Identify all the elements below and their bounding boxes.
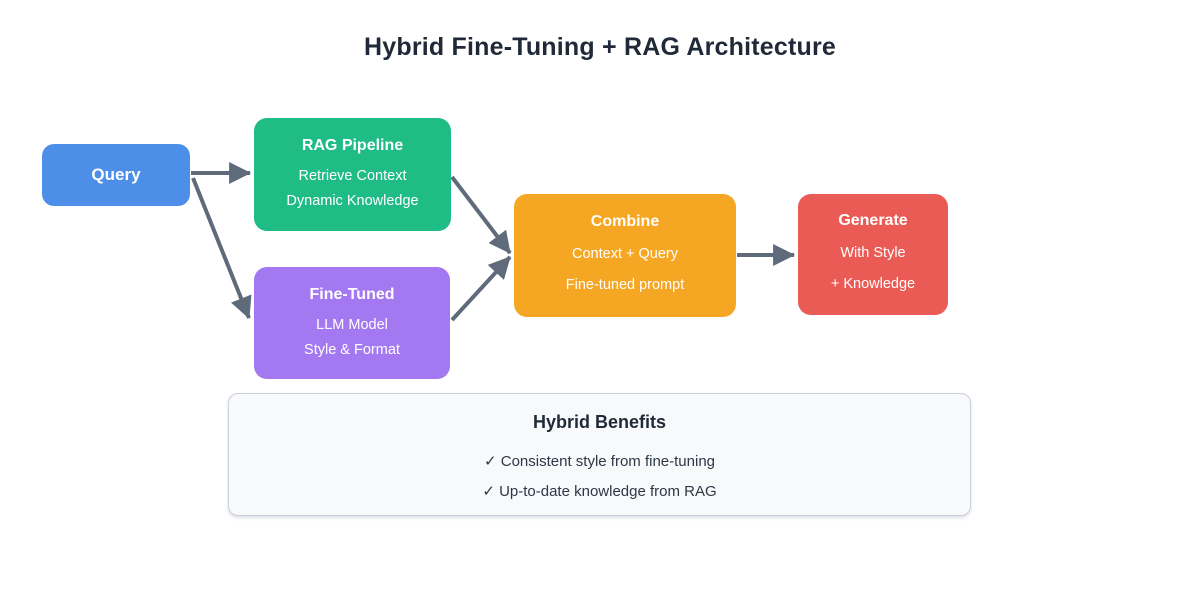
node-fine-tuned-title: Fine-Tuned (309, 285, 395, 303)
node-generate-title: Generate (838, 211, 908, 229)
node-query-label: Query (91, 165, 141, 184)
node-rag-line1: Retrieve Context (298, 168, 407, 184)
node-fine-tuned: Fine-Tuned LLM Model Style & Format (254, 267, 450, 379)
page-title: Hybrid Fine-Tuning + RAG Architecture (363, 33, 836, 61)
benefits-title: Hybrid Benefits (532, 412, 667, 432)
node-query: Query (42, 144, 190, 206)
node-rag-pipeline: RAG Pipeline Retrieve Context Dynamic Kn… (254, 118, 451, 231)
node-generate: Generate With Style + Knowledge (798, 194, 948, 315)
node-fine-tuned-line2: Style & Format (304, 341, 400, 358)
arrow-query-to-finetuned (191, 177, 252, 320)
node-rag-line2: Dynamic Knowledge (286, 193, 419, 209)
node-fine-tuned-line1: LLM Model (316, 316, 388, 333)
node-combine: Combine Context + Query Fine-tuned promp… (514, 194, 736, 317)
arrow-rag-to-combine (450, 175, 512, 255)
arrow-finetuned-to-combine (450, 255, 512, 322)
node-combine-line1: Context + Query (572, 245, 678, 262)
benefits-panel: Hybrid Benefits ✓ Consistent style from … (228, 393, 971, 516)
node-rag-title: RAG Pipeline (301, 137, 404, 154)
benefit-item-rag: ✓ Up-to-date knowledge from RAG (482, 483, 717, 500)
benefit-item-finetuning: ✓ Consistent style from fine-tuning (484, 453, 715, 470)
node-combine-line2: Fine-tuned prompt (565, 276, 685, 293)
node-generate-line2: + Knowledge (830, 275, 916, 292)
node-combine-title: Combine (590, 212, 660, 230)
node-generate-line1: With Style (840, 244, 906, 261)
